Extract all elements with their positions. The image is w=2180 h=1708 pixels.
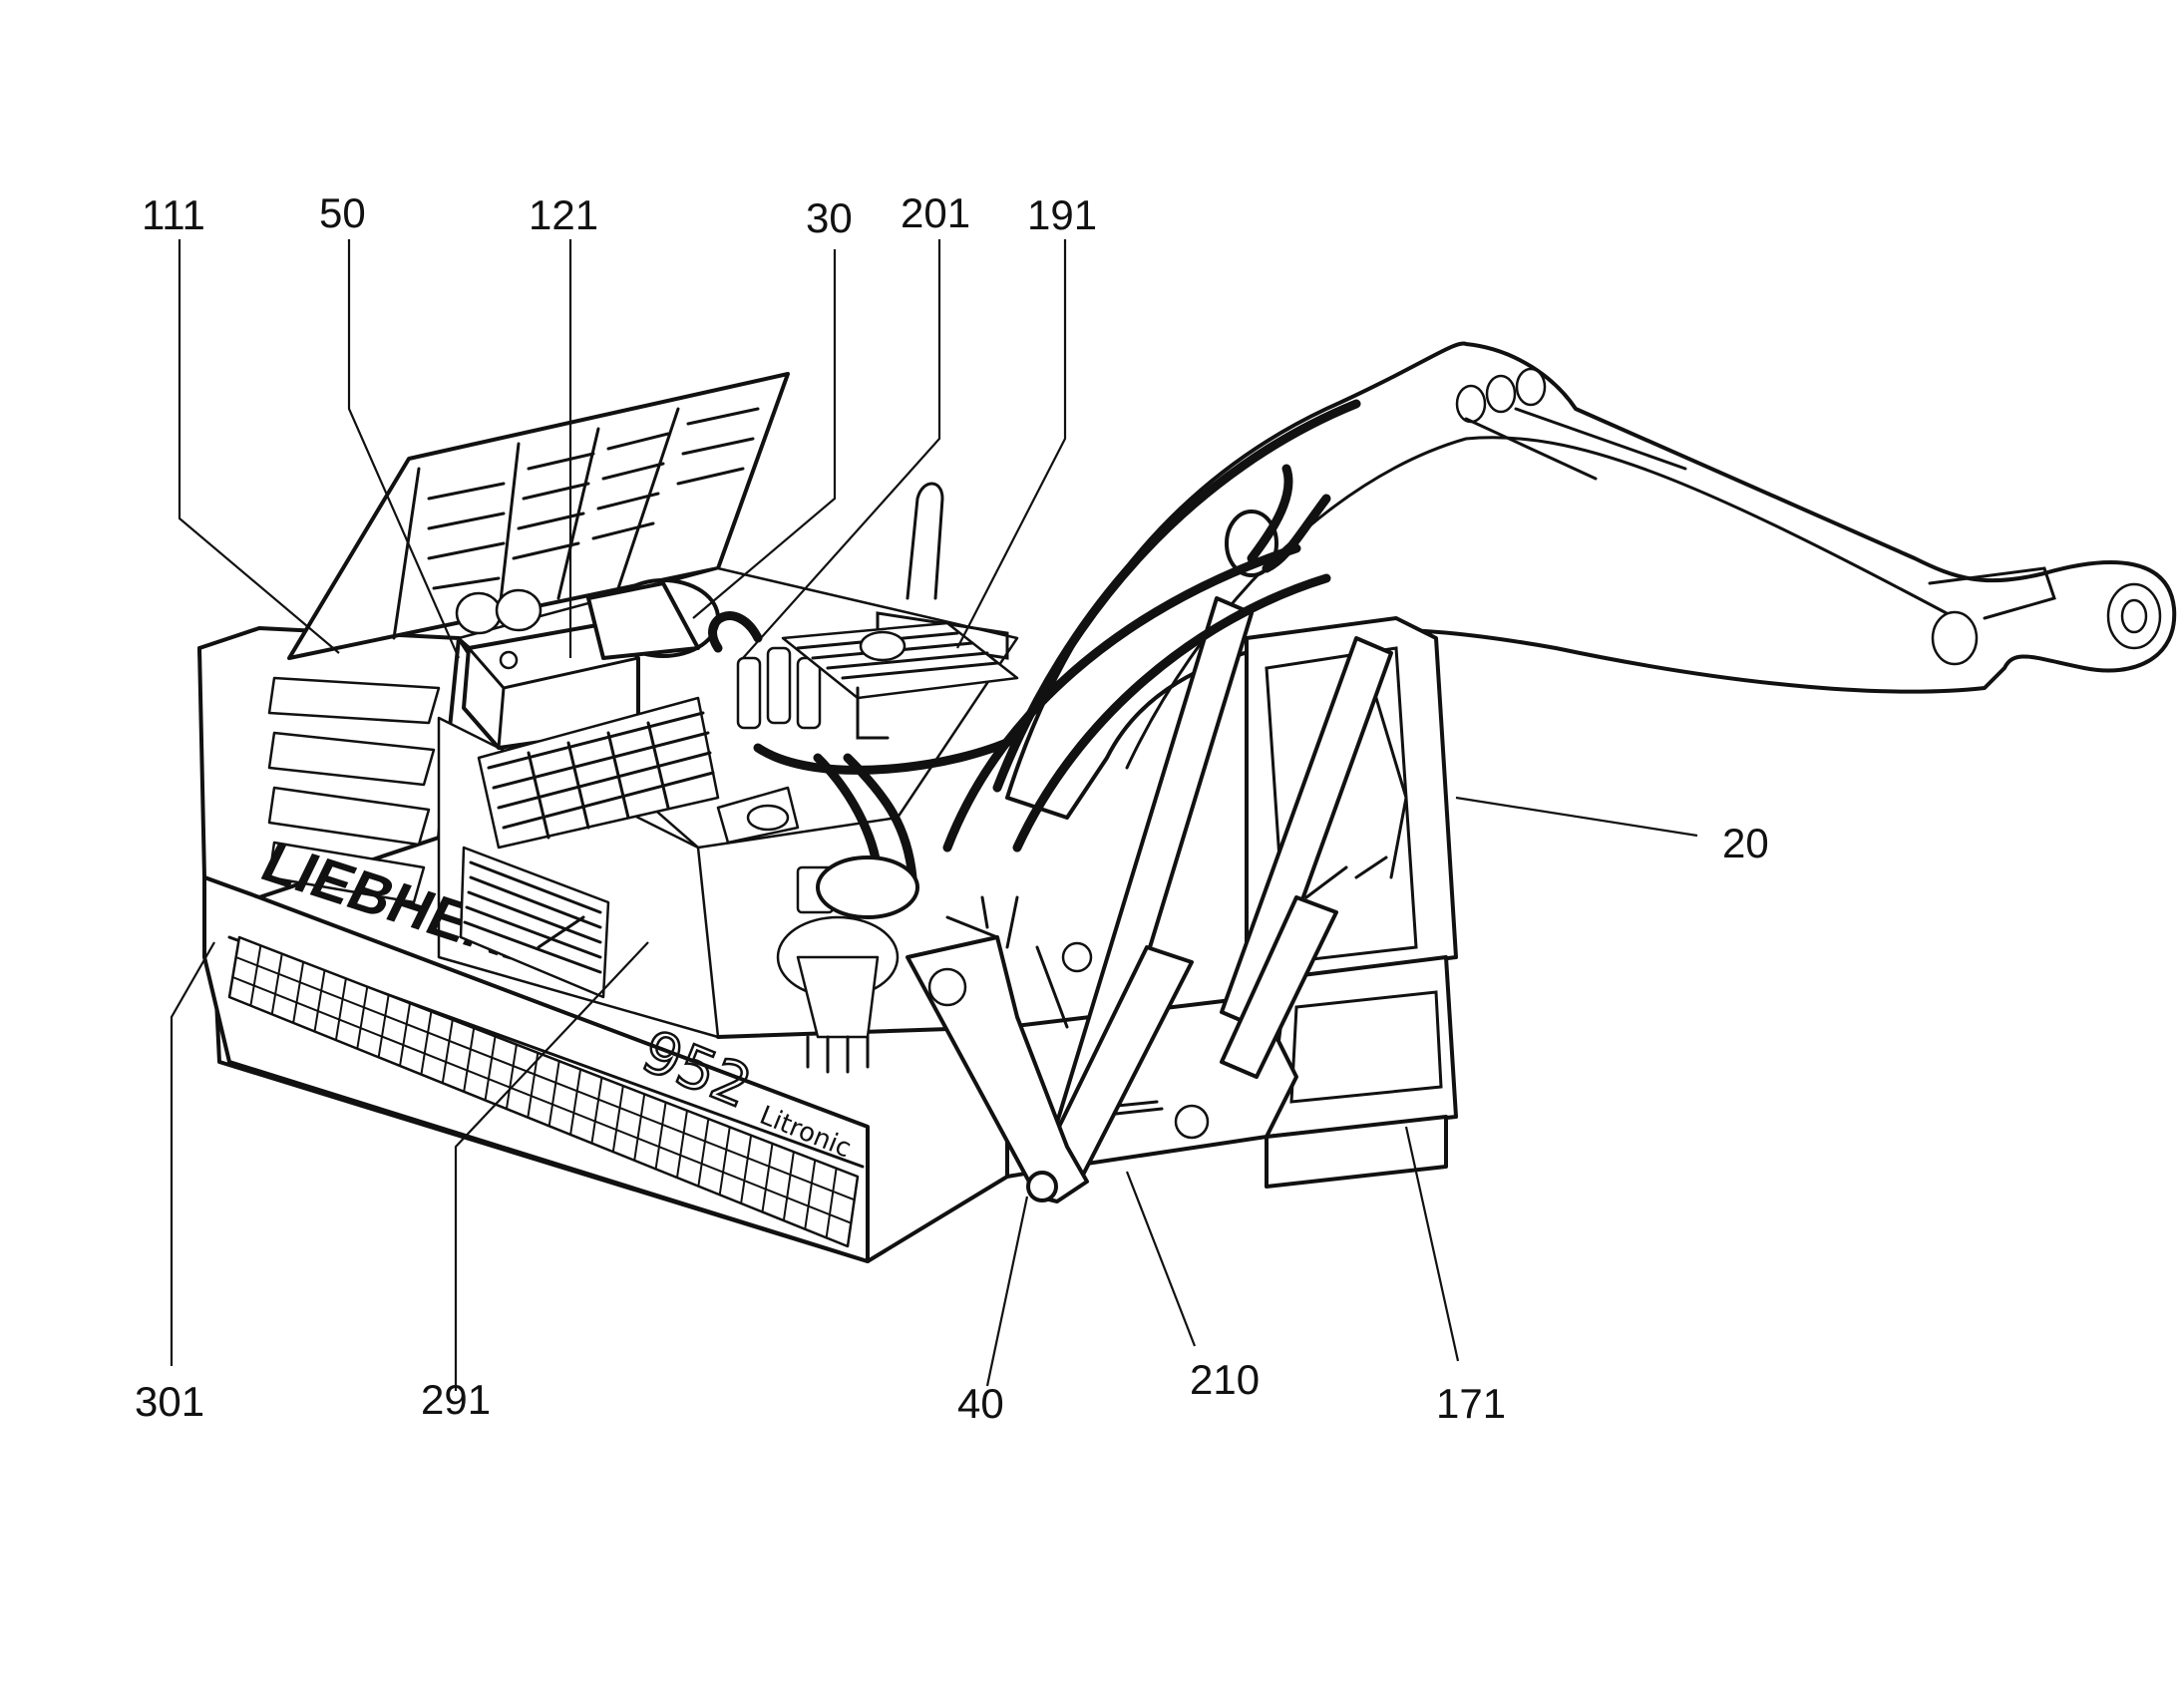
- leader-201: [742, 239, 941, 659]
- leader-210: [1125, 1171, 1197, 1347]
- label-191: 191: [1027, 191, 1097, 238]
- leader-191: [956, 239, 1067, 649]
- side-grille: [459, 846, 610, 999]
- leader-50: [347, 239, 461, 659]
- label-50: 50: [319, 189, 366, 236]
- label-291: 291: [421, 1376, 491, 1423]
- leader-291: [454, 941, 649, 1391]
- boom-foot-pin-icon: [1026, 1171, 1058, 1202]
- boom-upper-brackets: [1455, 367, 1687, 481]
- label-201: 201: [901, 189, 970, 236]
- label-171: 171: [1436, 1380, 1506, 1427]
- leader-20: [1455, 796, 1698, 838]
- engine-bay: [455, 482, 1022, 1074]
- leader-171: [1404, 1126, 1460, 1362]
- label-121: 121: [529, 191, 598, 238]
- label-301: 301: [135, 1378, 204, 1425]
- label-40: 40: [957, 1380, 1004, 1427]
- label-210: 210: [1190, 1356, 1260, 1403]
- reference-labels: 111 50 121 30 201 191 20 301 291 40 210 …: [135, 189, 1769, 1427]
- leader-lines: [170, 239, 1698, 1391]
- boom-lift-cylinders: [906, 464, 1393, 1203]
- boom: [992, 341, 2177, 820]
- open-engine-hood: [287, 372, 790, 660]
- label-30: 30: [806, 194, 853, 241]
- leader-301: [170, 941, 215, 1366]
- leader-30: [692, 249, 837, 619]
- leader-40: [985, 1196, 1029, 1387]
- boom-hoses: [942, 543, 1331, 853]
- label-111: 111: [142, 191, 205, 238]
- skirt-grating-hatch: [228, 936, 859, 1247]
- counterweight-grille: [267, 676, 441, 904]
- leader-111: [178, 239, 340, 654]
- label-20: 20: [1722, 820, 1769, 866]
